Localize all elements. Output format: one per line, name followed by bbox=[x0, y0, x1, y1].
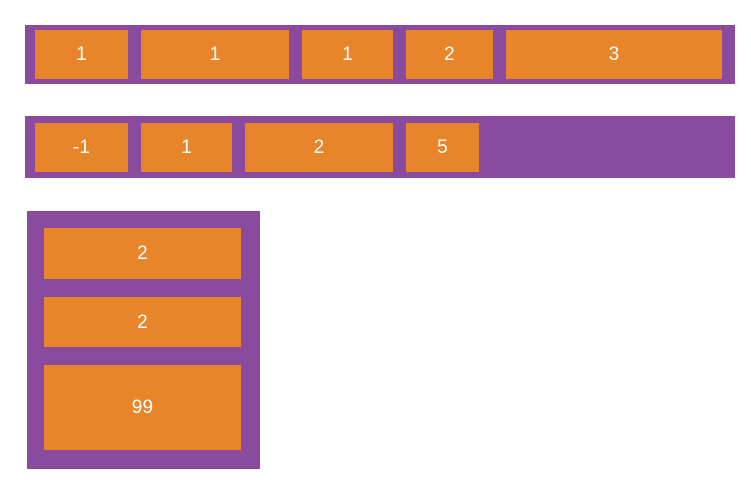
flex-item: 2 bbox=[245, 122, 393, 172]
row-container-1: 1 1 1 2 3 bbox=[25, 25, 735, 84]
flex-item: 99 bbox=[44, 365, 241, 450]
flex-item: 3 bbox=[506, 30, 722, 79]
flex-item: 1 bbox=[141, 122, 232, 172]
flex-item: 1 bbox=[302, 30, 393, 79]
flex-item: -1 bbox=[35, 122, 128, 172]
flex-item: 2 bbox=[44, 297, 241, 347]
flex-item: 5 bbox=[406, 122, 479, 172]
column-container-3: 2 2 99 bbox=[27, 211, 260, 469]
flex-item: 2 bbox=[44, 228, 241, 279]
row-container-2: -1 1 2 5 bbox=[25, 116, 735, 178]
flex-item: 1 bbox=[141, 30, 289, 79]
flex-item: 2 bbox=[406, 30, 493, 79]
flex-item: 1 bbox=[35, 30, 128, 79]
